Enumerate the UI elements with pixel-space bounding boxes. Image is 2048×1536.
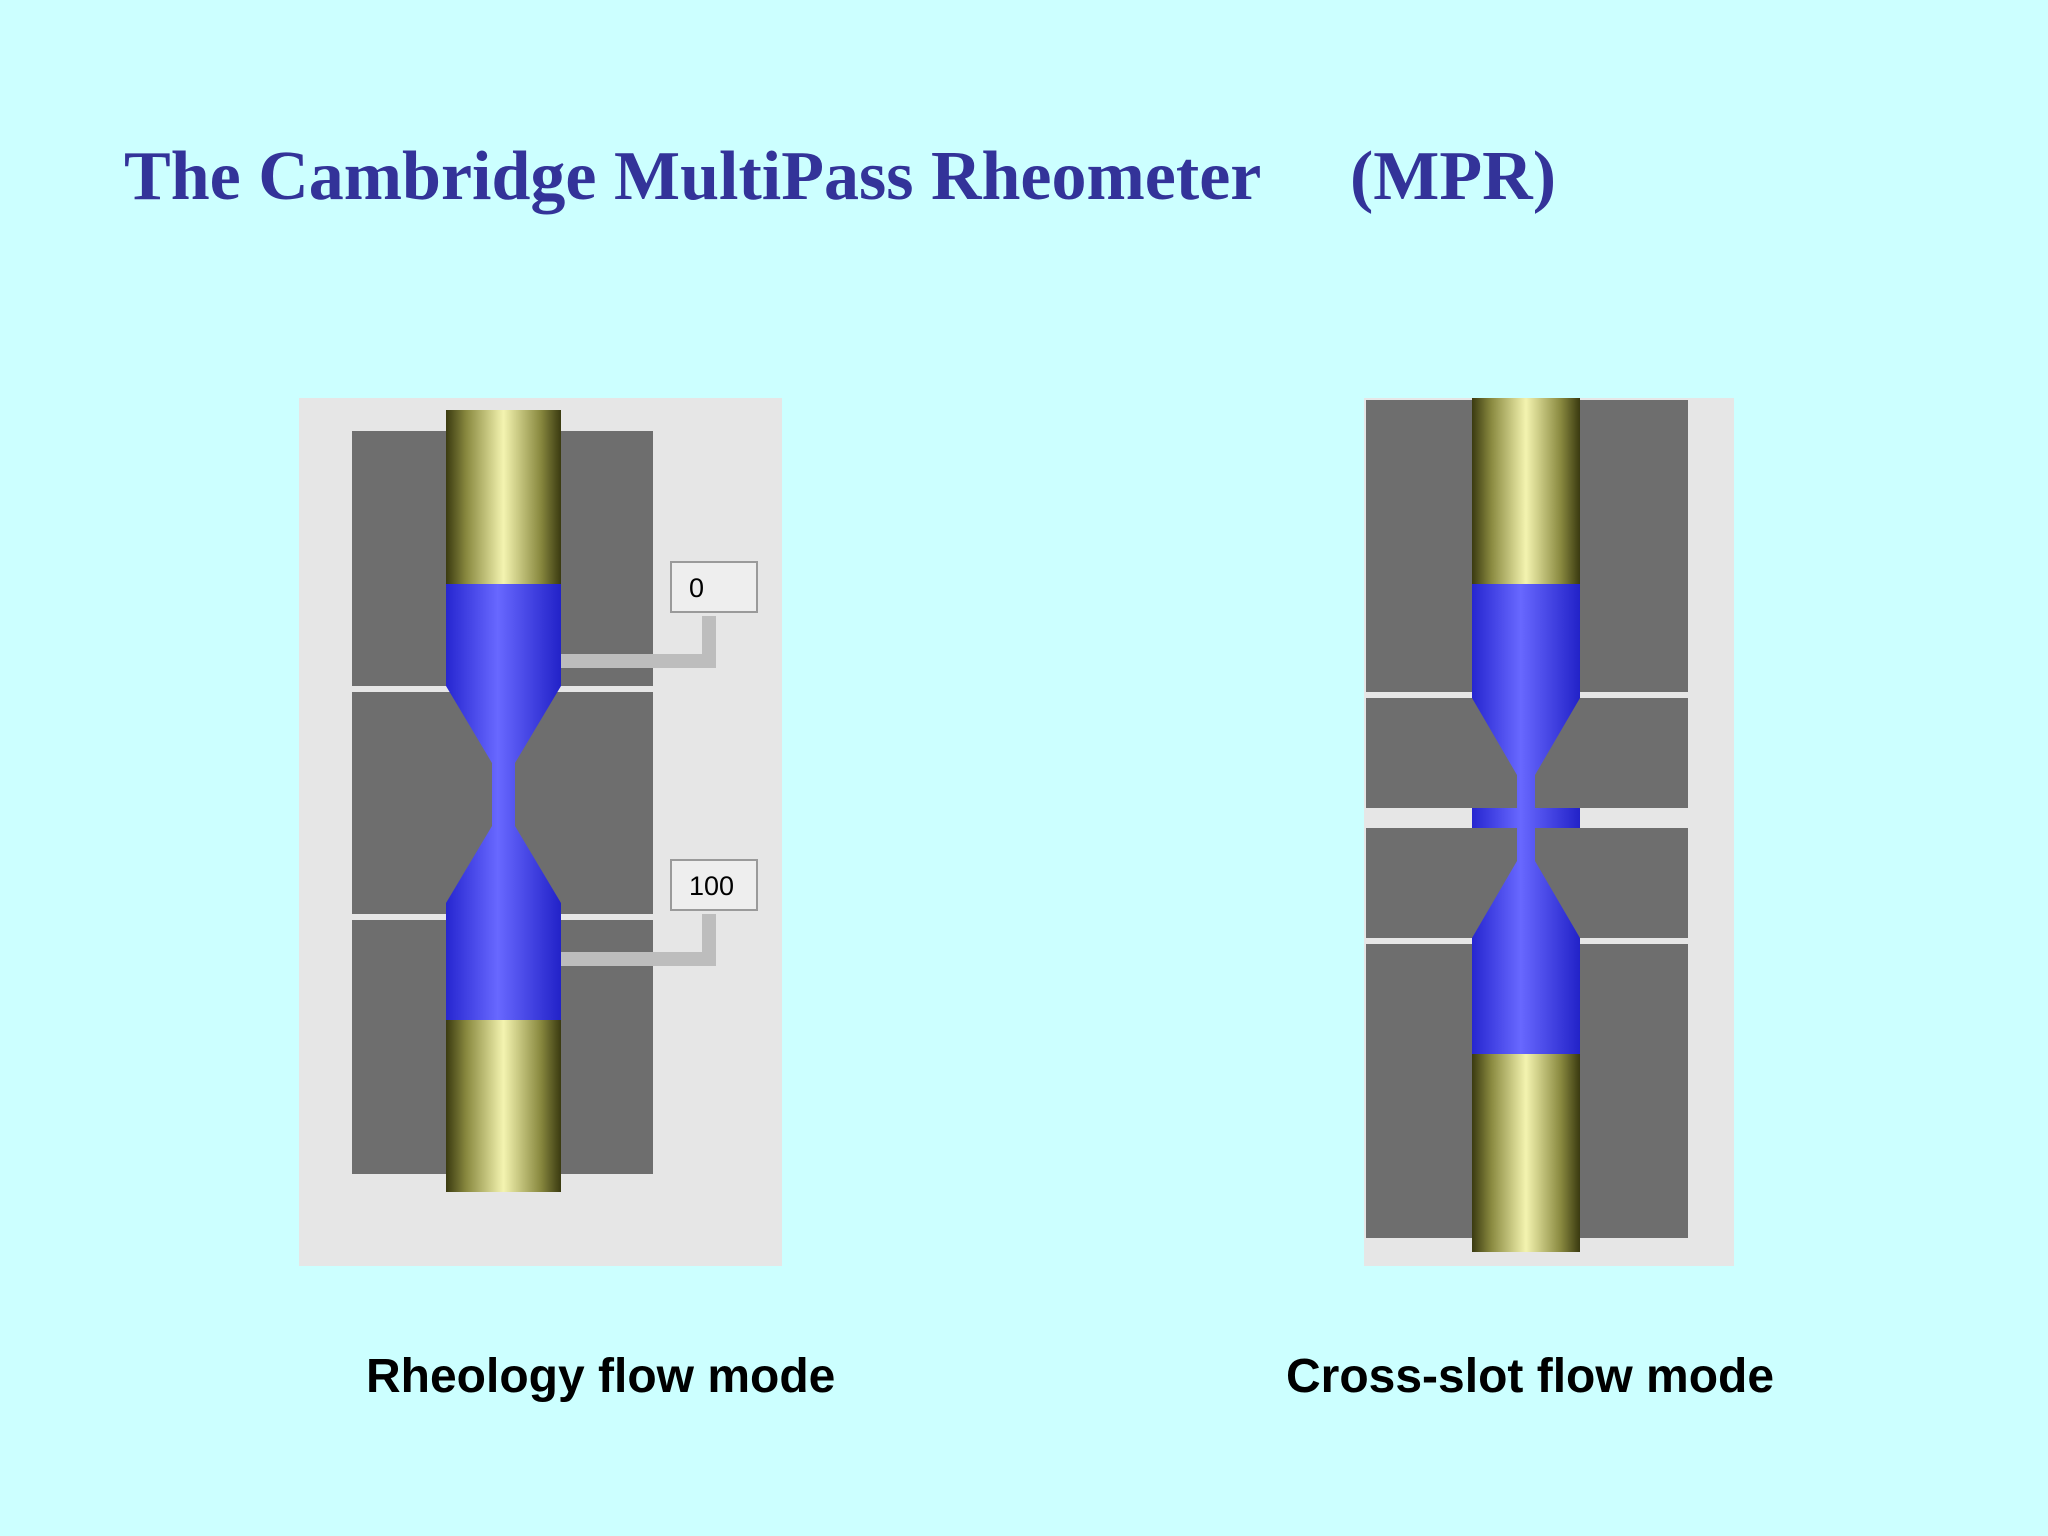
bottom-transducer-value: 100 xyxy=(689,871,734,901)
transducer-lead-bottom xyxy=(561,914,716,966)
slide-title-suffix: (MPR) xyxy=(1350,138,1557,215)
top-transducer-value: 0 xyxy=(689,573,704,603)
rheology-flow-mode-caption: Rheology flow mode xyxy=(366,1350,836,1403)
bottom-piston xyxy=(1472,1054,1580,1252)
rheology-flow-diagram: 0 100 xyxy=(299,398,782,1266)
bottom-transducer-readout xyxy=(670,859,758,911)
top-piston xyxy=(446,410,561,584)
bottom-piston xyxy=(446,1020,561,1192)
test-fluid xyxy=(446,583,561,1020)
transducer-lead-top xyxy=(561,616,716,668)
cross-slot-flow-diagram xyxy=(1364,398,1734,1266)
test-fluid xyxy=(1472,583,1580,1055)
cross-slot-flow-mode-caption: Cross-slot flow mode xyxy=(1286,1350,1775,1403)
slide-title: The Cambridge MultiPass Rheometer xyxy=(124,138,1262,215)
top-piston xyxy=(1472,398,1580,584)
top-transducer-readout xyxy=(670,561,758,613)
